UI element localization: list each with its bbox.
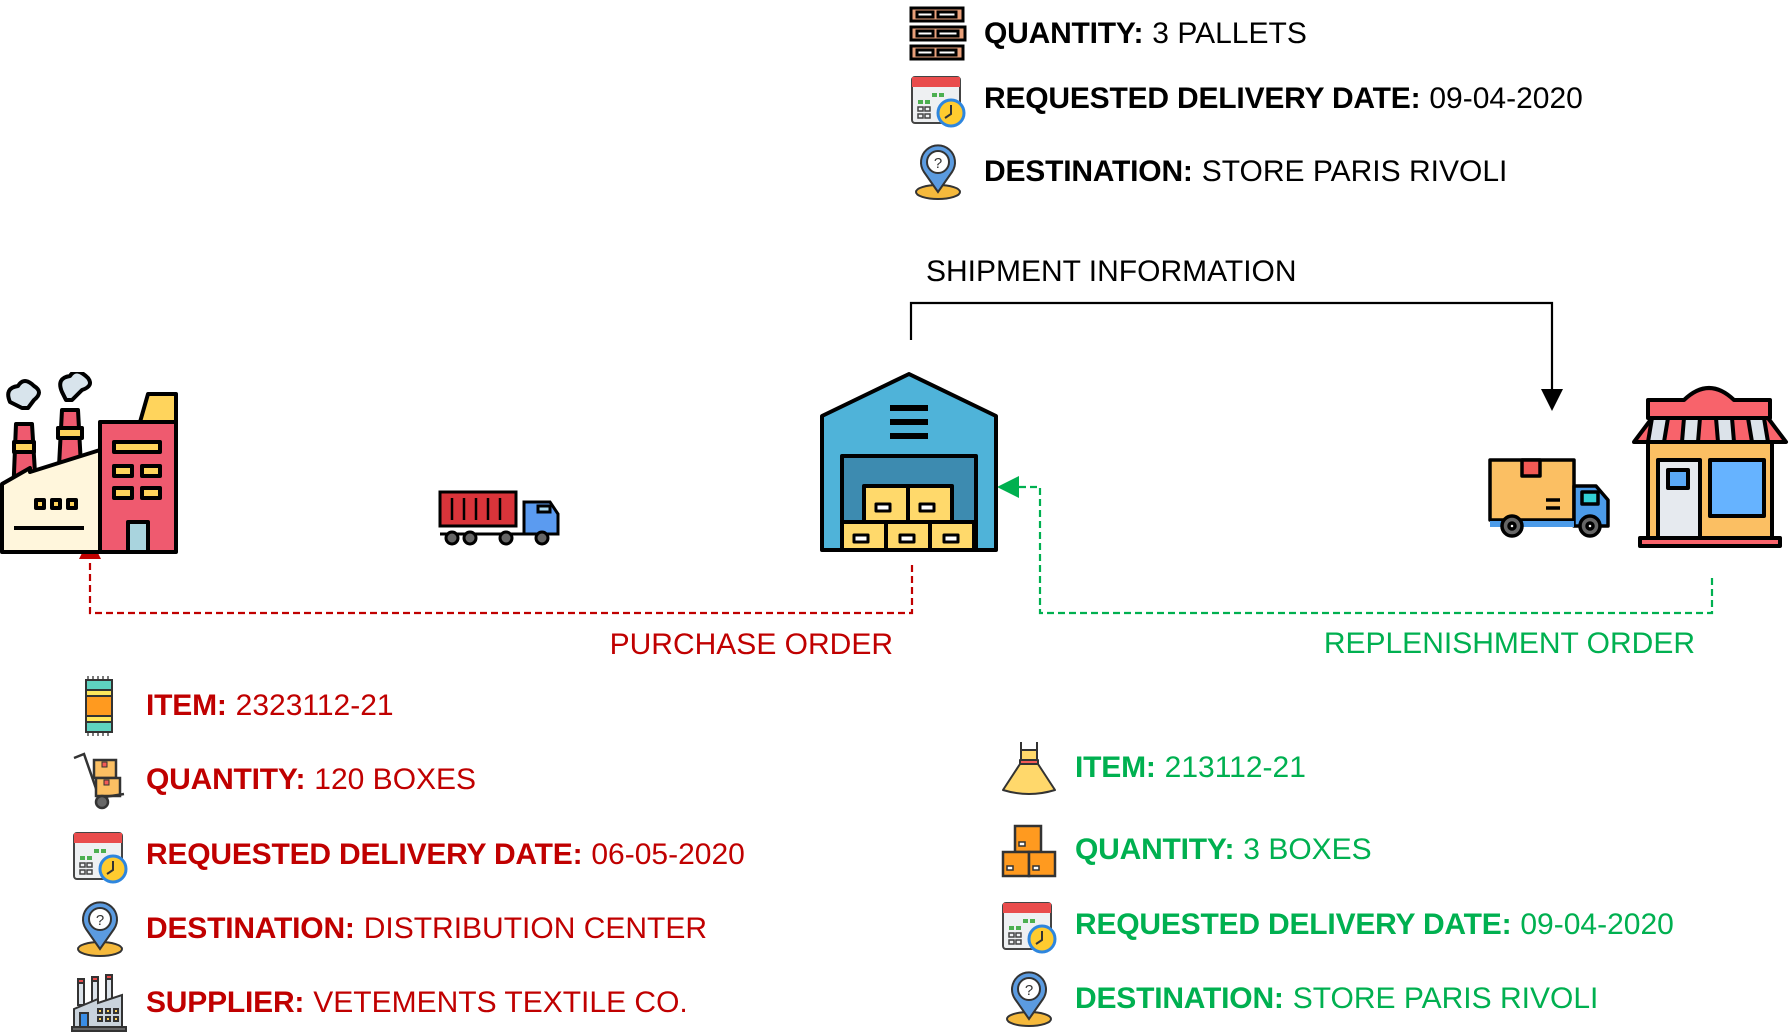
svg-text:?: ? <box>934 155 942 172</box>
shipment-quantity-row: QUANTITY: 3 PALLETS <box>908 4 1307 64</box>
purchase-supplier-row: SUPPLIER: VETEMENTS TEXTILE CO. <box>70 973 688 1033</box>
replenishment-item-label: ITEM: <box>1075 751 1156 784</box>
purchase-order-connector <box>79 537 914 615</box>
replenishment-item-row: ITEM: 213112-21 <box>999 738 1306 798</box>
svg-text:?: ? <box>96 912 104 929</box>
purchase-item-value: 2323112-21 <box>235 689 394 722</box>
dress-icon <box>999 738 1059 798</box>
replenishment-destination-label: DESTINATION: <box>1075 982 1284 1015</box>
purchase-date-value: 06-05-2020 <box>591 838 745 871</box>
replenishment-quantity-value: 3 BOXES <box>1243 833 1372 866</box>
shipment-info-connector <box>909 301 1563 411</box>
shipment-date-row: REQUESTED DELIVERY DATE: 09-04-2020 <box>908 69 1583 129</box>
replenishment-destination-row: ? DESTINATION: STORE PARIS RIVOLI <box>999 969 1598 1029</box>
calendar-clock-icon <box>908 69 968 129</box>
hand-truck-icon <box>70 750 130 810</box>
purchase-supplier-label: SUPPLIER: <box>146 986 305 1019</box>
shipment-quantity-label: QUANTITY: <box>984 17 1144 50</box>
store-icon <box>1628 378 1791 548</box>
purchase-destination-value: DISTRIBUTION CENTER <box>363 912 708 945</box>
replenishment-quantity-row: QUANTITY: 3 BOXES <box>999 820 1372 880</box>
purchase-item-label: ITEM: <box>146 689 227 722</box>
warehouse-icon <box>818 372 1000 554</box>
factory-small-icon <box>70 973 130 1033</box>
replenishment-date-label: REQUESTED DELIVERY DATE: <box>1075 908 1512 941</box>
replenishment-date-row: REQUESTED DELIVERY DATE: 09-04-2020 <box>999 895 1674 955</box>
factory-icon <box>0 372 180 554</box>
stacked-boxes-icon <box>999 820 1059 880</box>
shipment-date-value: 09-04-2020 <box>1429 82 1583 115</box>
pallets-icon <box>908 4 968 64</box>
svg-text:?: ? <box>1025 982 1033 999</box>
purchase-date-row: REQUESTED DELIVERY DATE: 06-05-2020 <box>70 825 745 885</box>
replenishment-item-value: 213112-21 <box>1164 751 1306 784</box>
purchase-quantity-row: QUANTITY: 120 BOXES <box>70 750 476 810</box>
purchase-date-label: REQUESTED DELIVERY DATE: <box>146 838 583 871</box>
replenishment-order-connector <box>997 476 1714 615</box>
container-truck-icon <box>438 490 560 548</box>
shipment-date-label: REQUESTED DELIVERY DATE: <box>984 82 1421 115</box>
calendar-clock-icon <box>999 895 1059 955</box>
shipment-destination-value: STORE PARIS RIVOLI <box>1201 155 1508 188</box>
replenishment-order-caption: REPLENISHMENT ORDER <box>1323 627 1695 660</box>
calendar-clock-icon <box>70 825 130 885</box>
purchase-destination-label: DESTINATION: <box>146 912 355 945</box>
purchase-destination-row: ? DESTINATION: DISTRIBUTION CENTER <box>70 899 707 959</box>
purchase-order-caption: PURCHASE ORDER <box>609 628 893 661</box>
shipment-destination-row: ? DESTINATION: STORE PARIS RIVOLI <box>908 142 1507 202</box>
purchase-quantity-value: 120 BOXES <box>314 763 477 796</box>
fabric-roll-icon <box>70 676 130 736</box>
purchase-supplier-value: VETEMENTS TEXTILE CO. <box>313 986 688 1019</box>
shipment-destination-label: DESTINATION: <box>984 155 1193 188</box>
location-pin-icon: ? <box>908 142 968 202</box>
delivery-truck-icon <box>1488 456 1612 540</box>
shipment-info-caption: SHIPMENT INFORMATION <box>926 255 1297 288</box>
replenishment-date-value: 09-04-2020 <box>1520 908 1674 941</box>
purchase-item-row: ITEM: 2323112-21 <box>70 676 394 736</box>
location-pin-icon: ? <box>70 899 130 959</box>
shipment-quantity-value: 3 PALLETS <box>1152 17 1307 50</box>
location-pin-icon: ? <box>999 969 1059 1029</box>
replenishment-destination-value: STORE PARIS RIVOLI <box>1292 982 1599 1015</box>
replenishment-quantity-label: QUANTITY: <box>1075 833 1235 866</box>
purchase-quantity-label: QUANTITY: <box>146 763 306 796</box>
